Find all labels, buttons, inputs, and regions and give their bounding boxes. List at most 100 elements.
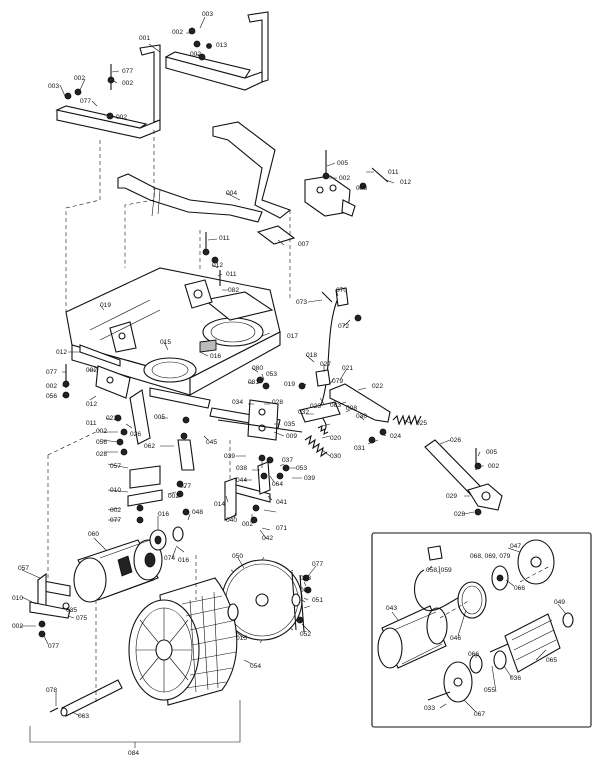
part-label: 077 xyxy=(46,369,57,376)
part-label: 081 xyxy=(248,379,259,386)
linkage-bar-026 xyxy=(424,439,503,511)
part-label: 055 xyxy=(484,687,495,694)
part-label: 005 xyxy=(154,414,165,421)
main-deck-017 xyxy=(65,267,281,396)
part-label: 065 xyxy=(546,657,557,664)
part-label: 005 xyxy=(337,160,348,167)
part-label: 067 xyxy=(474,711,485,718)
motor-detail-inset xyxy=(371,532,592,728)
part-label: 027 xyxy=(320,361,331,368)
part-label: 047 xyxy=(510,543,521,550)
part-label: 002 xyxy=(122,80,133,87)
part-label: 002 xyxy=(172,29,183,36)
part-label: 018 xyxy=(306,352,317,359)
part-label: 050 xyxy=(232,553,243,560)
part-label: 060 xyxy=(88,531,99,538)
part-label: 011 xyxy=(226,271,237,278)
part-label: 040 xyxy=(226,517,237,524)
part-labels: 001 002 003 013 002 077 002 003 002 077 … xyxy=(12,11,565,757)
part-label: 016 xyxy=(178,557,189,564)
part-label: 002 xyxy=(74,75,85,82)
part-label: 013 xyxy=(216,42,227,49)
part-label: 077 xyxy=(312,561,323,568)
part-label: 057 xyxy=(18,565,29,572)
part-label: 049 xyxy=(554,599,565,606)
part-label: 082 xyxy=(228,287,239,294)
part-label: 036 xyxy=(510,675,521,682)
spring-030 xyxy=(304,434,328,458)
part-label: 051 xyxy=(312,597,323,604)
center-bracket-014 xyxy=(224,461,271,521)
part-label: 043 xyxy=(386,605,397,612)
part-label: 039 xyxy=(304,475,315,482)
part-label: 030 xyxy=(356,413,367,420)
part-label: 002 xyxy=(242,521,253,528)
part-label: 048 xyxy=(192,509,203,516)
part-label: 007 xyxy=(298,241,309,248)
part-label: 077 xyxy=(80,98,91,105)
part-label: 028 xyxy=(272,399,283,406)
part-label: 021 xyxy=(342,365,353,372)
part-label: 053 xyxy=(300,575,311,582)
lower-bracket-057 xyxy=(29,572,71,619)
part-label: 026 xyxy=(450,437,461,444)
part-label: 056 xyxy=(46,393,57,400)
part-label: 056 xyxy=(96,439,107,446)
left-bracket-assembly xyxy=(79,344,211,445)
assembly-lines xyxy=(47,130,291,705)
part-label: 019 xyxy=(284,381,295,388)
part-label: 011 xyxy=(219,235,230,242)
part-label: 078 xyxy=(46,687,57,694)
part-label: 022 xyxy=(106,415,117,422)
part-label: 012 xyxy=(86,401,97,408)
part-label: 010 xyxy=(12,595,23,602)
part-label: 082 xyxy=(86,367,97,374)
part-label: 008 xyxy=(346,405,357,412)
part-label: 029 xyxy=(446,493,457,500)
part-label: 077 xyxy=(48,643,59,650)
part-label: 063 xyxy=(78,713,89,720)
part-label: 084 xyxy=(128,750,139,757)
part-label: 066 xyxy=(468,651,479,658)
part-label: 041 xyxy=(276,499,287,506)
part-label: 002 xyxy=(190,51,201,58)
part-label: 058, 059 xyxy=(426,567,452,574)
plate-part-007 xyxy=(256,225,296,245)
wheel-054 xyxy=(128,577,239,706)
part-label: 045 xyxy=(206,439,217,446)
part-label: 038 xyxy=(236,465,247,472)
part-label: 002 xyxy=(110,507,121,514)
part-label: 028 xyxy=(454,511,465,518)
part-label: 020 xyxy=(330,435,341,442)
part-label: 035 xyxy=(284,421,295,428)
part-label: 054 xyxy=(250,663,261,670)
fasteners xyxy=(38,27,482,638)
linkage-bar-022 xyxy=(329,383,391,423)
part-label: 011 xyxy=(388,169,399,176)
part-label: 025 xyxy=(416,420,427,427)
part-label: 005 xyxy=(486,449,497,456)
part-label: 044 xyxy=(236,477,247,484)
part-label: 075 xyxy=(76,615,87,622)
part-label: 010 xyxy=(110,487,121,494)
pulley-016 xyxy=(149,526,184,551)
part-label: 066 xyxy=(514,585,525,592)
part-label: 017 xyxy=(287,333,298,340)
part-label: 012 xyxy=(56,349,67,356)
part-label: 002 xyxy=(46,383,57,390)
part-label: 071 xyxy=(276,525,287,532)
part-label: 057 xyxy=(110,463,121,470)
part-label: 022 xyxy=(372,383,383,390)
part-label: 037 xyxy=(282,457,293,464)
bottom-bracket-084 xyxy=(29,700,241,748)
spring-020 xyxy=(317,425,329,435)
part-label: 003 xyxy=(202,11,213,18)
part-label: 002 xyxy=(168,493,179,500)
part-label: 052 xyxy=(300,631,311,638)
part-label: 053 xyxy=(266,371,277,378)
part-label: 015 xyxy=(160,339,171,346)
part-label: 077 xyxy=(110,517,121,524)
part-label: 072 xyxy=(338,323,349,330)
part-label: 009 xyxy=(286,433,297,440)
